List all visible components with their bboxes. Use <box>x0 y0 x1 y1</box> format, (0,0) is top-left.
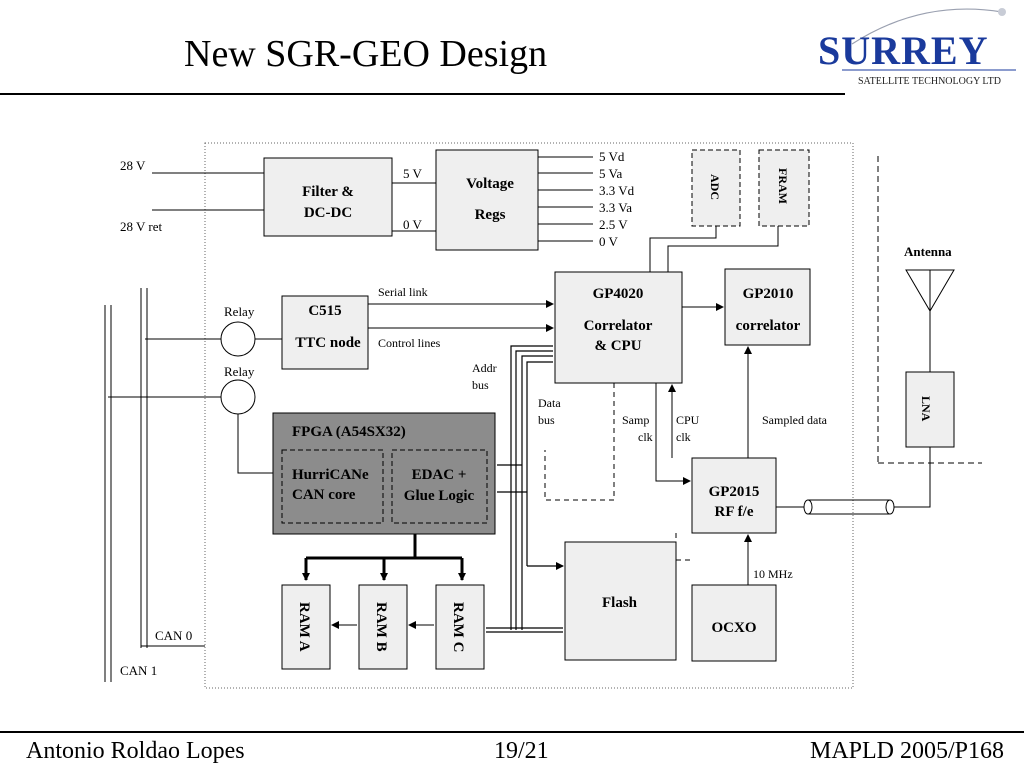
fpga-block <box>272 412 496 535</box>
ram-b-label: RAM B <box>373 602 389 652</box>
logo-brand: SURREY <box>818 28 988 73</box>
ocxo-dashed-line <box>675 533 690 561</box>
filter-label-2: DC-DC <box>304 205 352 221</box>
data-bus-label-2: bus <box>538 413 555 427</box>
v5-label: 5 V <box>403 166 423 181</box>
cpu-clk-label-2: clk <box>676 430 691 444</box>
relay2-to-fpga-line <box>237 414 282 474</box>
power-28v-ret-label: 28 V ret <box>120 219 163 234</box>
lna-to-coax-line <box>890 447 931 508</box>
adc-to-gp4020-line <box>649 226 717 272</box>
ram-c-label: RAM C <box>450 602 466 652</box>
ram-b-block <box>358 584 408 670</box>
control-lines-label: Control lines <box>378 336 441 350</box>
fpga-label: FPGA (A54SX32) <box>292 424 406 440</box>
title-divider <box>0 93 845 95</box>
footer-event: MAPLD 2005/P168 <box>810 738 1005 764</box>
surrey-logo: SURREY SATELLITE TECHNOLOGY LTD <box>818 8 1016 87</box>
lna-block <box>905 371 955 448</box>
hurricane-label-2: CAN core <box>292 487 356 503</box>
hurricane-label-1: HurriCANe <box>292 467 369 483</box>
dashed-ctrl-line <box>544 383 615 501</box>
ten-mhz-label: 10 MHz <box>753 567 793 581</box>
gp2010-block <box>724 268 811 346</box>
rail-label: 0 V <box>599 234 619 249</box>
antenna-label: Antenna <box>904 244 952 259</box>
flash-label: Flash <box>602 595 638 611</box>
board-boundary <box>204 142 854 689</box>
c515-label-1: C515 <box>308 303 341 319</box>
can0-bus <box>140 288 205 648</box>
logo-tagline: SATELLITE TECHNOLOGY LTD <box>858 76 1001 87</box>
gp4020-label-1: GP4020 <box>593 286 644 302</box>
edac-block <box>391 449 488 524</box>
logo-orbit-arc <box>851 8 1003 45</box>
addr-bus-label-1: Addr <box>472 361 497 375</box>
flash-block <box>564 541 677 661</box>
can1-bus <box>104 305 112 682</box>
c515-block <box>281 295 369 370</box>
adc-label: ADC <box>708 174 722 200</box>
sampled-data-label: Sampled data <box>762 413 828 427</box>
voltage-regs-label-1: Voltage <box>466 176 514 192</box>
data-bus-label-1: Data <box>538 396 561 410</box>
rail-label: 3.3 Vd <box>599 183 635 198</box>
v0-label: 0 V <box>403 217 423 232</box>
footer-divider <box>0 731 1024 733</box>
gp2015-block <box>691 457 777 534</box>
cpu-clk-label-1: CPU <box>676 413 700 427</box>
rail-label: 3.3 Va <box>599 200 632 215</box>
c515-label-2: TTC node <box>295 335 361 351</box>
rail-lines <box>538 156 593 242</box>
rail-label: 5 Va <box>599 166 622 181</box>
voltage-regs-label-2: Regs <box>475 207 506 223</box>
hurricane-block <box>281 449 384 524</box>
addr-data-bus-lines <box>486 345 564 633</box>
fram-block <box>758 149 810 227</box>
relay-1-label: Relay <box>224 304 255 319</box>
samp-clk-label-2: clk <box>638 430 653 444</box>
fram-to-gp4020-line <box>667 226 779 272</box>
gp2010-label-2: correlator <box>736 318 801 334</box>
power-28v-label: 28 V <box>120 158 146 173</box>
ocxo-label: OCXO <box>712 620 757 636</box>
coax-cable <box>803 499 895 515</box>
relay-1-icon <box>220 321 256 357</box>
edac-label-1: EDAC + <box>412 467 467 483</box>
rail-label: 5 Vd <box>599 149 625 164</box>
can1-label: CAN 1 <box>120 663 157 678</box>
rail-label: 2.5 V <box>599 217 628 232</box>
logo-satellite-dot <box>998 8 1006 16</box>
gp4020-block <box>554 271 683 384</box>
relay-2-icon <box>220 379 256 415</box>
gp4020-label-3: & CPU <box>594 338 641 354</box>
samp-clk-label-1: Samp <box>622 413 649 427</box>
can0-label: CAN 0 <box>155 628 192 643</box>
edac-label-2: Glue Logic <box>404 488 475 504</box>
gp2010-label-1: GP2010 <box>743 286 794 302</box>
ram-c-block <box>435 584 485 670</box>
ram-a-label: RAM A <box>296 602 312 652</box>
filter-label-1: Filter & <box>302 184 354 200</box>
voltage-regs-block <box>435 149 539 251</box>
relay-2-label: Relay <box>224 364 255 379</box>
ocxo-block <box>691 584 777 662</box>
samp-clk-arrow <box>655 383 691 485</box>
filter-dcdc-block <box>263 157 393 237</box>
gp4020-label-2: Correlator <box>584 318 653 334</box>
footer-page-number: 19/21 <box>494 738 549 764</box>
serial-link-label: Serial link <box>378 285 428 299</box>
ram-a-block <box>281 584 331 670</box>
addr-bus-label-2: bus <box>472 378 489 392</box>
gp2015-label-2: RF f/e <box>714 504 753 520</box>
ram-bus-lines <box>302 534 466 581</box>
page-title: New SGR-GEO Design <box>184 33 548 75</box>
footer-author: Antonio Roldao Lopes <box>26 738 245 764</box>
lna-label: LNA <box>919 396 933 422</box>
fram-label: FRAM <box>776 168 790 204</box>
gp2015-label-1: GP2015 <box>709 484 760 500</box>
